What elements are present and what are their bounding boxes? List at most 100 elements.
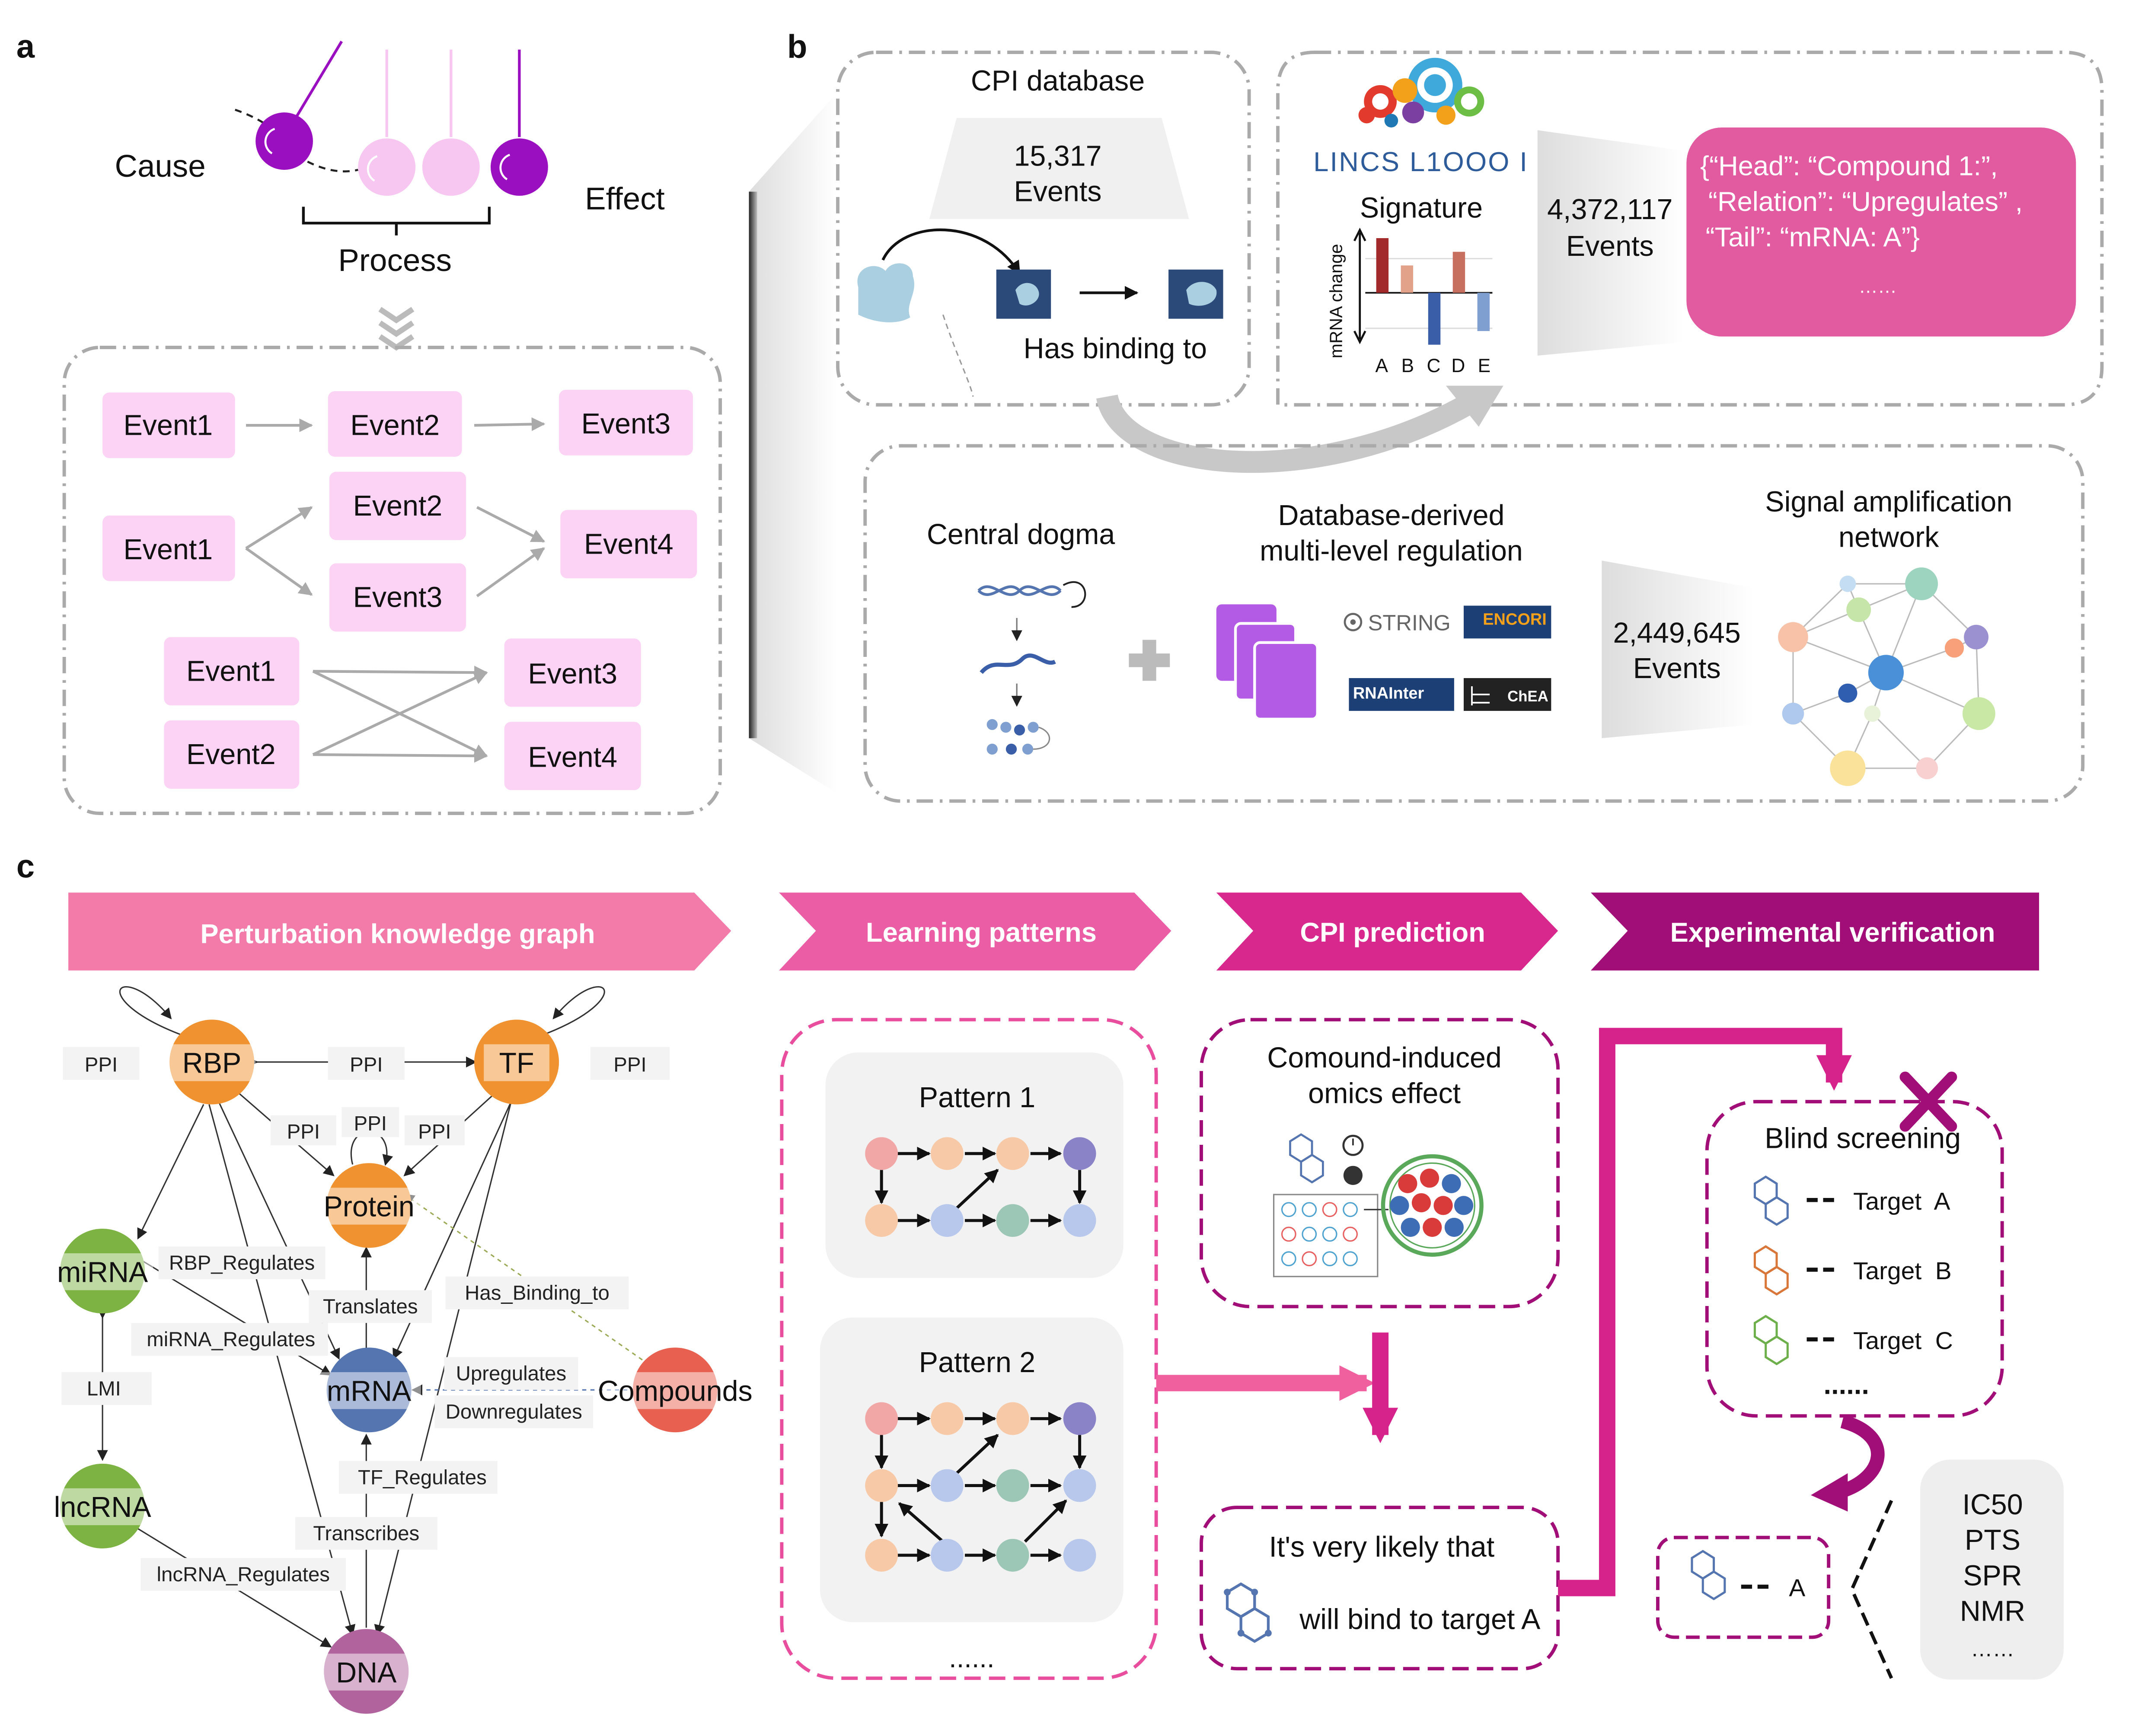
central-dogma-icon xyxy=(977,581,1086,755)
edge-label: PPI xyxy=(85,1054,118,1077)
target-c-row: Target C xyxy=(1753,1315,1953,1366)
edge-label: PPI xyxy=(287,1120,320,1143)
bound-complex-icon xyxy=(1168,269,1223,319)
json-line: “Relation”: “Upregulates” , xyxy=(1708,187,2023,217)
pattern-2-card xyxy=(820,1317,1123,1622)
edge-label: Translates xyxy=(323,1295,418,1318)
omics-effect-title: Comound-induced xyxy=(1267,1042,1501,1074)
panel-b-letter: b xyxy=(787,29,807,65)
json-line: “Tail”: “mRNA: A”} xyxy=(1706,222,1920,252)
node-label: TF xyxy=(499,1048,534,1080)
string-logo: STRING xyxy=(1344,610,1451,635)
screening-result-arrowhead xyxy=(1811,1473,1848,1512)
net-title-2: network xyxy=(1838,522,1939,554)
edge-label: Has_Binding_to xyxy=(465,1282,610,1305)
lincs-count-wedge xyxy=(1537,130,1684,356)
event-label: Event1 xyxy=(186,655,276,687)
event-box xyxy=(328,391,462,457)
node-label: Compounds xyxy=(598,1376,753,1408)
lincs-events-label: Events xyxy=(1566,230,1654,262)
edge-label: Downregulates xyxy=(446,1401,582,1424)
json-line: {“Head”: “Compound 1:”, xyxy=(1700,151,1998,182)
edge-label: PPI xyxy=(354,1112,387,1135)
net-title: Signal amplification xyxy=(1765,486,2012,518)
prediction-box xyxy=(1200,1506,1560,1671)
target-a-row: Target A xyxy=(1753,1175,1950,1226)
event-label: Event3 xyxy=(353,582,443,614)
clock-icon xyxy=(1342,1134,1364,1185)
event-box xyxy=(102,392,235,459)
pattern-1-title: Pattern 1 xyxy=(919,1082,1035,1114)
lincs-logo-text: LINCS L1OOO I xyxy=(1313,147,1529,177)
event-label: Event2 xyxy=(186,739,276,771)
event-box xyxy=(504,638,641,707)
assay-label: IC50 xyxy=(1962,1489,2023,1521)
protein-blob-icon xyxy=(857,263,914,322)
gene-label: C xyxy=(1427,355,1440,376)
kg-edge-labels xyxy=(61,1047,670,1591)
zoom-connector xyxy=(749,93,836,793)
event-label: Event4 xyxy=(528,742,617,774)
edge-label: lncRNA_Regulates xyxy=(156,1563,330,1586)
target-b-row: Target B xyxy=(1753,1245,1952,1296)
event-label: Event1 xyxy=(124,534,213,566)
patterns-box xyxy=(780,1018,1158,1680)
omics-effect-title-2: omics effect xyxy=(1308,1077,1461,1109)
binding-arc xyxy=(881,228,1021,275)
pattern-1-graph xyxy=(865,1137,1096,1237)
kg-node-label-bgs xyxy=(52,1044,755,1691)
blind-screening-box xyxy=(1705,1100,2004,1418)
panel-c-letter: c xyxy=(16,848,35,885)
rnainter-logo-text: RNAInter xyxy=(1353,684,1424,702)
db-derived-title: Database-derived xyxy=(1278,500,1504,532)
node-label: RBP xyxy=(182,1048,241,1080)
cause-label: Cause xyxy=(115,149,206,184)
event-box xyxy=(559,389,693,456)
has-binding-to-label: Has binding to xyxy=(1024,333,1207,365)
edge-label: PPI xyxy=(418,1120,451,1143)
edge-label: TF_Regulates xyxy=(358,1466,487,1489)
patterns-more: ...... xyxy=(949,1643,994,1673)
net-count: 2,449,645 xyxy=(1613,617,1741,649)
net-count-wedge xyxy=(1602,561,1754,739)
cpi-events-label: Events xyxy=(1014,176,1102,208)
edge-label: Upregulates xyxy=(456,1362,567,1385)
event-box xyxy=(504,722,641,790)
rnainter-logo: RNAInter xyxy=(1349,678,1454,711)
compound-molecule-icon xyxy=(1289,1133,1324,1184)
banner-perturbation-kg xyxy=(68,892,731,971)
signature-ylabel: mRNA change xyxy=(1326,244,1346,358)
event-box xyxy=(164,637,300,706)
db-derived-title-2: multi-level regulation xyxy=(1260,535,1523,567)
well-plate-icon xyxy=(1273,1194,1389,1277)
event-label: Event2 xyxy=(353,490,443,522)
kg-nodes xyxy=(60,1019,718,1714)
signature-bar-c xyxy=(1428,293,1441,345)
gene-label: D xyxy=(1451,355,1465,376)
edge-label: PPI xyxy=(613,1054,646,1077)
event-box xyxy=(329,563,466,632)
dashed-arc xyxy=(942,314,974,397)
gene-label: B xyxy=(1401,355,1414,376)
signature-bar-a xyxy=(1376,238,1389,293)
event-box xyxy=(329,471,466,540)
assay-bracket xyxy=(1850,1500,1893,1679)
signature-bar-e xyxy=(1477,293,1490,331)
event-label: Event2 xyxy=(350,409,440,441)
targets-more: ...... xyxy=(1824,1370,1869,1400)
event-box xyxy=(102,515,235,581)
edge-label: PPI xyxy=(350,1054,383,1077)
gene-label: E xyxy=(1478,355,1491,376)
event-label: Event4 xyxy=(584,528,673,560)
process-brace xyxy=(302,207,491,236)
chea-logo: ChEA xyxy=(1464,678,1551,711)
result-box xyxy=(1656,1535,1831,1639)
cpi-database-box xyxy=(836,51,1251,407)
target-label: Target A xyxy=(1853,1188,1950,1215)
edge-label: LMI xyxy=(87,1377,121,1400)
banner-label: CPI prediction xyxy=(1300,917,1485,948)
event-label: Event1 xyxy=(124,409,213,441)
chea-logo-text: ChEA xyxy=(1507,688,1548,705)
zoom-connector-edge xyxy=(749,191,757,739)
screening-result-arrow xyxy=(1836,1414,1885,1499)
